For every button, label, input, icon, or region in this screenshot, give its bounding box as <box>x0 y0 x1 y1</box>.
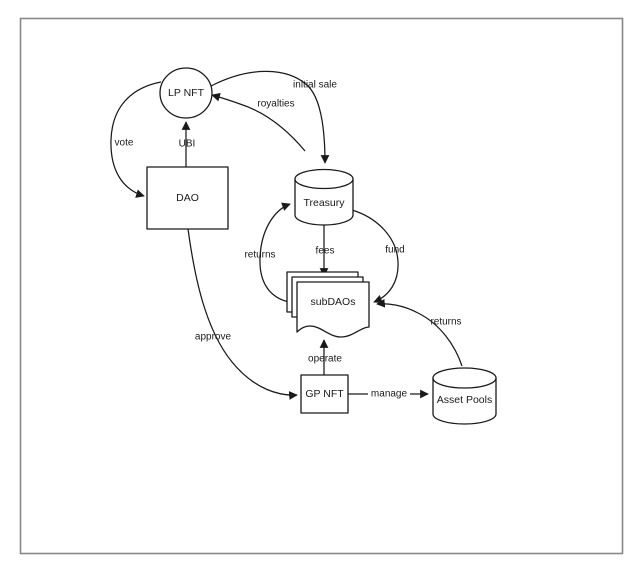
node-dao-shape[interactable] <box>146 166 229 230</box>
edge-returns-subdaos-path <box>376 298 463 367</box>
edge-label-approve: approve <box>195 332 232 343</box>
edge-label-ubi: UBI <box>179 139 196 150</box>
edge-label-manage-backdrop <box>368 388 410 400</box>
edge-vote-path <box>110 81 162 198</box>
edge-vote: vote <box>110 81 162 198</box>
node-treasury-label: Treasury <box>303 197 345 209</box>
node-asset-pools-body[interactable] <box>432 377 497 425</box>
edge-returns-subdaos: returns <box>376 298 463 367</box>
node-asset-pools-label: Asset Pools <box>437 394 492 406</box>
edge-royalties: royalties <box>211 92 306 152</box>
edge-label-fund: fund <box>385 245 404 256</box>
edge-returns-treasury: returns <box>244 202 291 303</box>
node-gp-nft-label: GP NFT <box>305 388 344 400</box>
node-gp-nft-shape[interactable] <box>300 374 349 414</box>
edge-initial-sale-path <box>210 70 330 164</box>
node-treasury-top <box>294 168 354 190</box>
edge-initial-sale: initial sale <box>210 70 337 164</box>
node-treasury-body[interactable] <box>294 178 354 226</box>
node-gp-nft[interactable]: GP NFT <box>300 374 349 414</box>
edge-label-vote: vote <box>115 138 134 149</box>
node-dao-label: DAO <box>176 192 199 204</box>
node-lp-nft[interactable]: LP NFT <box>159 67 213 119</box>
edge-approve-path <box>187 228 298 400</box>
edge-ubi: UBI <box>179 121 196 167</box>
node-dao[interactable]: DAO <box>146 166 229 230</box>
edge-label-initial-sale: initial sale <box>293 80 337 91</box>
node-lp-nft-shape[interactable] <box>159 67 213 119</box>
edge-label-returns-treasury: returns <box>244 250 275 261</box>
edge-fees: fees <box>316 224 335 277</box>
edge-returns-treasury-path <box>259 202 291 303</box>
node-asset-pools[interactable]: Asset Pools <box>432 367 497 425</box>
node-subdaos-label: subDAOs <box>311 296 356 308</box>
edge-label-royalties: royalties <box>257 99 294 110</box>
edge-royalties-path <box>211 92 306 152</box>
edge-label-manage: manage <box>371 389 408 400</box>
edge-label-fees: fees <box>316 246 335 257</box>
node-treasury[interactable]: Treasury <box>294 168 354 226</box>
edge-approve: approve <box>187 228 298 400</box>
node-asset-pools-top <box>432 367 497 389</box>
edge-label-operate: operate <box>308 354 342 365</box>
edge-operate: operate <box>308 339 342 375</box>
node-lp-nft-label: LP NFT <box>168 87 205 99</box>
edge-manage: manage <box>348 388 429 400</box>
edge-label-returns-subdaos: returns <box>430 317 461 328</box>
node-subdaos[interactable]: subDAOs <box>286 271 370 338</box>
node-subdaos-sheet-front[interactable] <box>296 281 370 338</box>
edge-fund: fund <box>351 209 405 304</box>
edge-fund-path <box>351 209 399 304</box>
